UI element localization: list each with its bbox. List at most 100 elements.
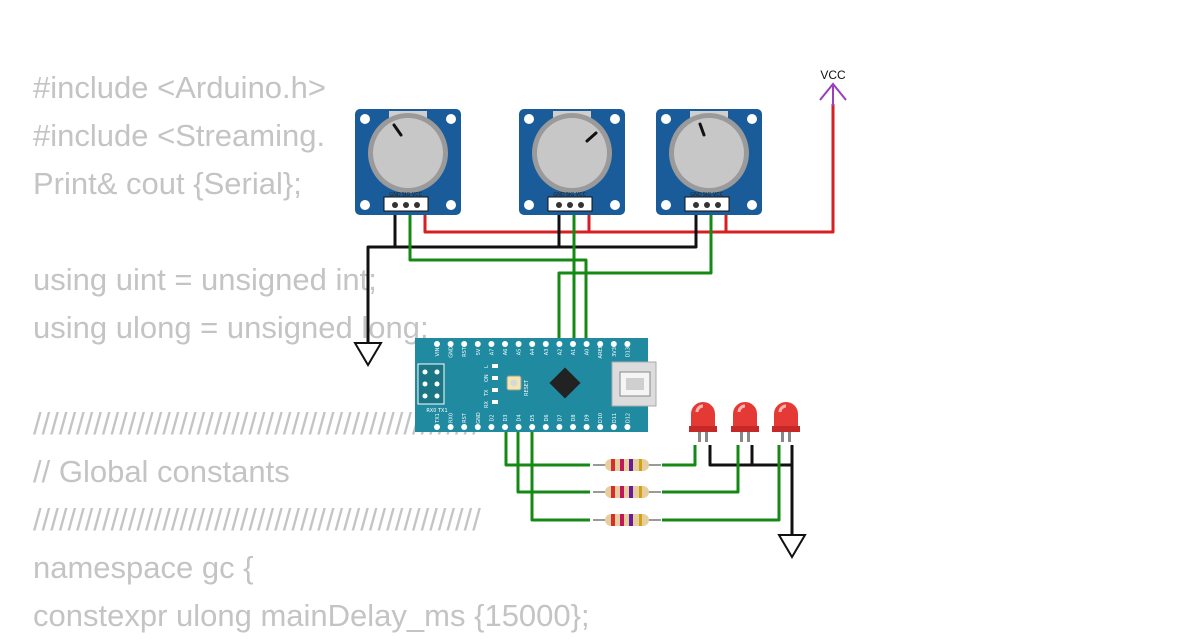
nano-bottom-pin-rx0[interactable] [447, 424, 454, 430]
nano-bottom-pin-d8[interactable] [570, 424, 576, 430]
potentiometer-2[interactable]: GND SIG VCC [518, 108, 626, 216]
pot-1-gnd-label: GND [389, 192, 401, 198]
arduino-nano[interactable]: VIN GND RST 5V A7 A6 A5 A4 A3 A2 A1 A0 AREF 3V3 D13 TX… [415, 338, 657, 432]
nano-bottom-pin-label-d11: D11 [612, 413, 618, 423]
nano-bottom-pin-label-gnd: GND [476, 412, 482, 424]
ground-symbol-2 [778, 534, 806, 558]
nano-top-pin-rst[interactable] [461, 341, 468, 347]
nano-top-pin-label-vin: VIN [435, 347, 441, 356]
resistor-2[interactable] [592, 485, 662, 499]
nano-top-pin-label-a2: A2 [557, 349, 563, 356]
nano-reset-label: RESET [524, 379, 530, 396]
pot-3-vcc-label: VCC [713, 192, 724, 198]
resistor-3[interactable] [592, 513, 662, 527]
led-2[interactable] [729, 400, 761, 444]
nano-top-pin-label-a4: A4 [530, 349, 536, 356]
code-line-10: ////////////////////////////////////////… [33, 502, 481, 537]
nano-rx0tx1-label: RX0 TX1 [426, 408, 447, 414]
nano-bottom-pin-d4[interactable] [515, 424, 522, 430]
nano-top-pin-label-a7: A7 [489, 349, 495, 356]
nano-top-pin-label-a3: A3 [544, 349, 550, 356]
nano-bottom-pin-label-d8: D8 [571, 414, 577, 421]
microcontroller-chip [549, 367, 581, 399]
nano-top-pin-labels: VIN GND RST 5V A7 A6 A5 A4 A3 A2 A1 A0 AREF 3V3 D13 [435, 345, 631, 358]
nano-bottom-pin-label-tx1: TX1 [435, 413, 441, 424]
nano-top-pin-d13[interactable] [624, 341, 631, 347]
nano-top-pin-3v3[interactable] [610, 341, 617, 347]
nano-tx-label: TX [484, 389, 490, 397]
nano-top-pin-a1[interactable] [570, 341, 576, 347]
nano-l-label: L [484, 365, 490, 368]
code-line-2: #include <Streaming. [33, 118, 326, 153]
code-line-3: Print& cout {Serial}; [33, 166, 302, 201]
nano-bottom-pin-d5[interactable] [529, 424, 536, 430]
nano-bottom-pin-d10[interactable] [597, 424, 604, 430]
nano-bottom-pin-label-d7: D7 [557, 414, 563, 421]
nano-bottom-pin-d3[interactable] [502, 424, 508, 430]
nano-bottom-pin-label-d3: D3 [503, 414, 509, 421]
code-line-5: using uint = unsigned int; [33, 262, 377, 297]
nano-bottom-pin-d11[interactable] [610, 424, 617, 430]
led-3[interactable] [770, 400, 802, 444]
pot-1-vcc-label: VCC [412, 192, 423, 198]
pot-2-vcc-label: VCC [576, 192, 587, 198]
nano-top-pin-label-a5: A5 [517, 349, 523, 356]
nano-top-pin-a0[interactable] [583, 341, 590, 347]
nano-on-label: ON [484, 374, 490, 382]
nano-bottom-pin-gnd[interactable] [474, 424, 481, 430]
nano-top-pin-a6[interactable] [502, 341, 508, 347]
nano-top-pin-a5[interactable] [515, 341, 522, 347]
pot-3-sig-label: SIG [703, 192, 712, 198]
led-1[interactable] [687, 400, 719, 444]
ground-symbol-1 [354, 342, 382, 366]
nano-bottom-pin-row [434, 424, 631, 430]
nano-rx-label: RX [484, 401, 490, 408]
nano-top-pin-5v[interactable] [474, 341, 481, 347]
nano-top-pin-vin[interactable] [434, 341, 440, 347]
resistor-1[interactable] [592, 458, 662, 472]
nano-bottom-pin-rst[interactable] [461, 424, 468, 430]
nano-bottom-pin-tx1[interactable] [434, 424, 440, 430]
nano-top-pin-label-3v3: 3V3 [612, 347, 618, 357]
nano-top-pin-gnd[interactable] [447, 341, 454, 347]
nano-top-pin-a4[interactable] [529, 341, 536, 347]
potentiometer-3[interactable]: GND SIG VCC [655, 108, 763, 216]
code-line-6: using ulong = unsigned long; [33, 310, 429, 345]
vcc-symbol: VCC [819, 68, 847, 106]
nano-top-pin-label-d13: D13 [625, 347, 631, 357]
pot-3-gnd-label: GND [690, 192, 702, 198]
nano-bottom-pin-label-rst: RST [462, 412, 468, 423]
nano-bottom-pin-label-d12: D12 [625, 413, 631, 423]
vcc-label: VCC [820, 68, 846, 82]
nano-bottom-pin-label-d9: D9 [585, 414, 591, 421]
nano-top-pin-label-a0: A0 [585, 349, 591, 356]
nano-top-pin-aref[interactable] [597, 341, 604, 347]
nano-top-pin-label-aref: AREF [598, 345, 604, 358]
nano-bottom-pin-label-d5: D5 [530, 414, 536, 421]
pot-1-sig-label: SIG [402, 192, 411, 198]
nano-top-pin-label-rst: RST [462, 346, 468, 357]
nano-bottom-pin-d9[interactable] [583, 424, 590, 430]
nano-bottom-pin-label-d4: D4 [517, 414, 523, 421]
nano-bottom-pin-label-d6: D6 [544, 414, 550, 421]
code-background: #include <Arduino.h>#include <Streaming.… [33, 64, 590, 640]
nano-top-pin-a7[interactable] [488, 341, 495, 347]
nano-top-pin-label-a6: A6 [503, 349, 509, 356]
nano-top-pin-a2[interactable] [556, 341, 563, 347]
nano-bottom-pin-label-d2: D2 [489, 414, 495, 421]
nano-bottom-pin-d7[interactable] [556, 424, 563, 430]
potentiometer-1[interactable]: GND SIG VCC [354, 108, 462, 216]
nano-top-pin-label-gnd: GND [449, 346, 455, 358]
nano-top-pin-row [434, 341, 631, 347]
nano-bottom-pin-d6[interactable] [542, 424, 549, 430]
nano-top-pin-a3[interactable] [542, 341, 549, 347]
code-line-12: constexpr ulong mainDelay_ms {15000}; [33, 598, 590, 633]
nano-bottom-pin-label-rx0: RX0 [449, 413, 455, 423]
nano-top-pin-label-a1: A1 [571, 349, 577, 356]
nano-bottom-pin-d2[interactable] [488, 424, 495, 430]
pot-2-sig-label: SIG [566, 192, 575, 198]
nano-bottom-pin-d12[interactable] [624, 424, 631, 430]
nano-top-pin-label-5v: 5V [476, 348, 482, 355]
